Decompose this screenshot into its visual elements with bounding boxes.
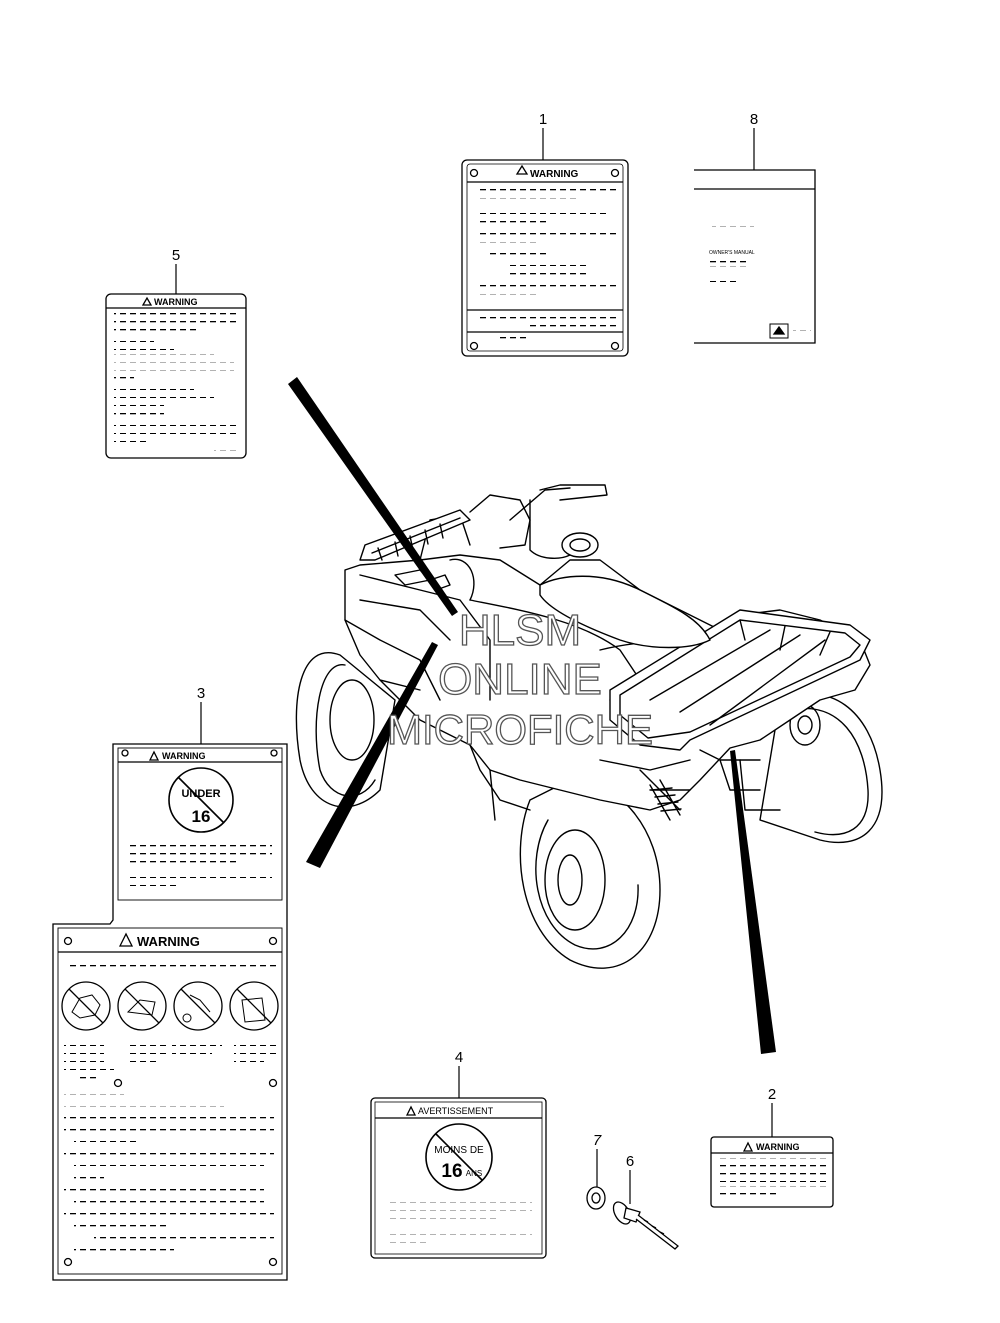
label-1-header: WARNING [530,169,579,180]
leader-wedge-left [306,642,438,868]
label-3: WARNING UNDER 16 WARNING [52,743,288,1281]
label-4-badge-suffix: ANS [466,1169,482,1178]
callout-6: 6 [626,1153,634,1170]
callout-8: 8 [750,111,758,128]
callout-7: 7 [593,1132,602,1149]
seat [539,575,711,649]
label-3-lower-header: WARNING [137,934,200,949]
label-3-badge-num: 16 [192,807,211,826]
label-4-badge-num: 16 [441,1161,462,1182]
rear-rack [609,609,871,751]
watermark-line2: ONLINE [438,655,602,704]
callout-1: 1 [539,111,547,128]
watermark-line1: HLSM [459,606,581,655]
callout-3: 3 [197,685,205,702]
label-4-header: AVERTISSEMENT [418,1106,494,1116]
prohibition-pictograms [61,981,279,1031]
label-2: WARNING [710,1136,834,1208]
label-3-badge-top: UNDER [181,788,220,800]
label-8-manual: OWNER'S MANUAL [694,169,816,344]
leader-wedges [288,377,776,1054]
label-5-header: WARNING [154,297,198,307]
front-rack [359,509,471,591]
callout-4: 4 [455,1049,463,1066]
label-5: WARNING [105,293,247,459]
watermark-line3: MICROFICHE [387,706,653,753]
atv-illustration [295,484,883,969]
rear-shock [649,779,682,821]
label-4-badge-top: MOINS DE [434,1145,484,1156]
callouts: 1 8 5 3 4 2 6 7 [172,111,776,1204]
label-1: WARNING [461,159,629,357]
callout-2: 2 [768,1086,776,1103]
rivet-part-6 [612,1201,679,1250]
label-8-text: OWNER'S MANUAL [709,250,755,256]
watermark: HLSM ONLINE MICROFICHE [386,605,653,753]
label-2-header: WARNING [756,1142,800,1152]
callout-5: 5 [172,247,180,264]
label-3-header: WARNING [162,751,206,761]
washer-part-7 [586,1186,606,1210]
rear-right-wheel [759,693,883,844]
label-4: AVERTISSEMENT MOINS DE 16 ANS [370,1097,547,1259]
leader-wedge-upper [288,377,458,616]
leader-wedge-right [730,750,776,1054]
